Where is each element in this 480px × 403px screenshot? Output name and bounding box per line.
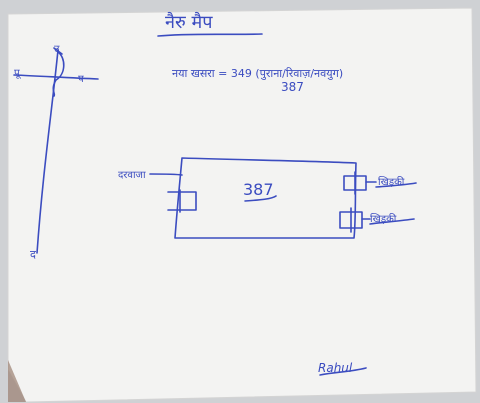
north-south-line <box>36 49 59 254</box>
plot-number-stroke <box>244 195 277 202</box>
compass-east-label: पू <box>14 68 22 79</box>
area-statement: नया खसरा = 349 (पुराना/रिवाज़/नवयुग) <box>172 67 343 80</box>
title-underline <box>157 33 263 37</box>
compass-arrow-icon <box>52 51 65 97</box>
door-symbol <box>167 191 197 211</box>
compass-south-label: द <box>30 248 36 261</box>
door-leader-line <box>149 173 183 176</box>
plot-outline <box>174 157 357 239</box>
compass-north-label: उ <box>54 44 60 55</box>
window-symbol-1 <box>343 175 367 191</box>
compass-west-label: प <box>78 74 84 85</box>
area-number: 387 <box>281 80 304 94</box>
window-symbol-2 <box>339 211 363 229</box>
plot-number: 387 <box>243 180 274 199</box>
window-1-underline <box>375 182 417 188</box>
compass-tick <box>53 47 63 55</box>
paper-sheet <box>7 7 477 403</box>
east-west-line <box>13 74 99 80</box>
signature-flourish <box>319 367 367 376</box>
window-2-underline <box>369 218 415 225</box>
door-label: दरवाजा <box>118 170 146 181</box>
map-title: नैरु मैप <box>165 11 213 33</box>
page-edge-shadow <box>8 360 26 402</box>
